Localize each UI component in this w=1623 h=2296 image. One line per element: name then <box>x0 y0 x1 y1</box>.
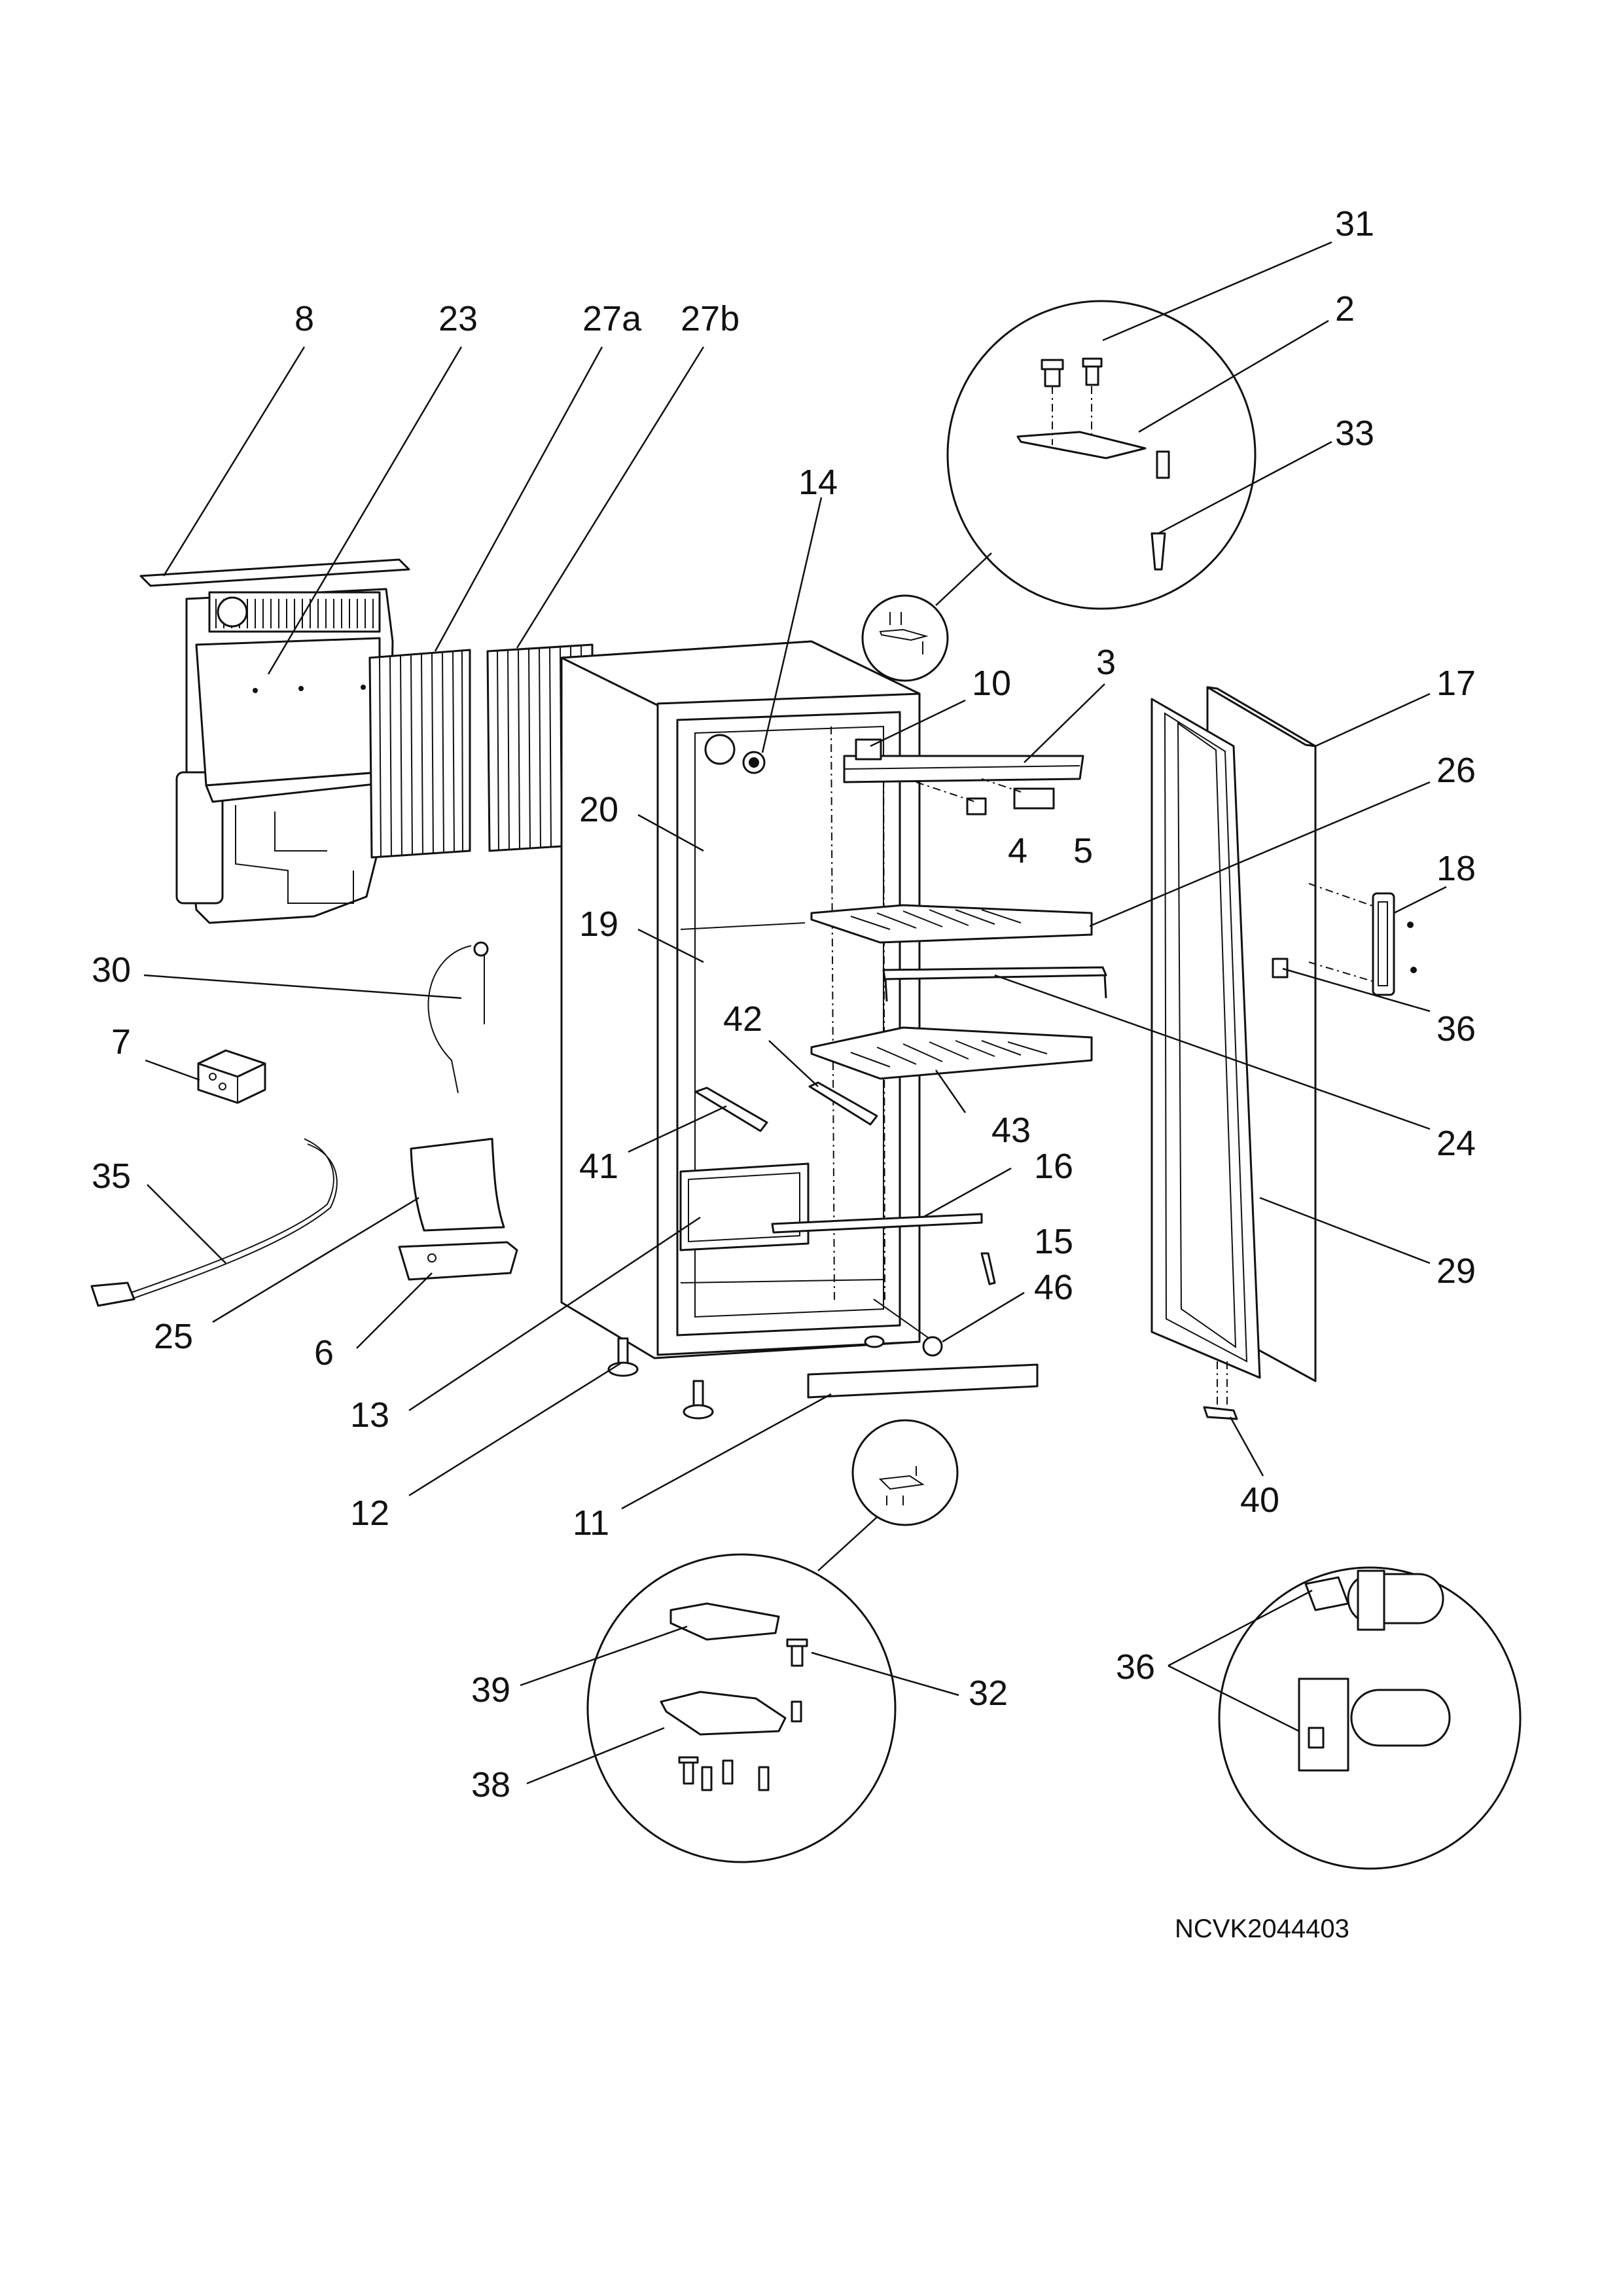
hinge-plate-39 <box>669 1602 780 1641</box>
callout-36-door: 36 <box>1436 1009 1476 1049</box>
callout-24: 24 <box>1436 1124 1476 1163</box>
panel-25 <box>410 1138 505 1232</box>
holder-5 <box>1013 787 1055 810</box>
freezer-shelf-3 <box>843 755 1084 783</box>
power-cord-35 <box>90 1138 338 1307</box>
callout-16: 16 <box>1034 1147 1073 1186</box>
door-stop-46 <box>922 1336 943 1357</box>
callout-29: 29 <box>1436 1251 1476 1291</box>
callout-26: 26 <box>1436 751 1476 790</box>
shelf-support-41 <box>694 1086 768 1132</box>
plinth-11 <box>807 1363 1039 1399</box>
callout-35: 35 <box>92 1157 131 1196</box>
callout-14: 14 <box>798 463 838 502</box>
leader-lines <box>143 241 1447 1785</box>
callout-10: 10 <box>972 664 1011 703</box>
top-hinge-2 <box>1016 431 1147 459</box>
unit-tank <box>175 771 224 905</box>
cabinet-foot <box>864 1335 885 1348</box>
cabinet-liner <box>694 725 884 1318</box>
top-cover-8 <box>139 558 410 587</box>
callout-31: 31 <box>1335 204 1374 243</box>
bracket-4 <box>966 797 987 816</box>
door-stop-46-axis <box>873 1299 930 1339</box>
bar-16 <box>771 1213 983 1234</box>
rail-24 <box>882 966 1107 1002</box>
callout-32: 32 <box>969 1674 1008 1713</box>
callout-42: 42 <box>723 999 762 1039</box>
callout-6: 6 <box>314 1333 334 1372</box>
callout-38: 38 <box>471 1765 510 1804</box>
callout-23: 23 <box>438 299 478 338</box>
shelf-26 <box>810 904 1093 944</box>
liner-port <box>704 734 736 765</box>
callout-33: 33 <box>1335 414 1374 453</box>
key-15 <box>980 1252 996 1285</box>
callout-8: 8 <box>294 299 314 338</box>
callout-4: 4 <box>1008 831 1027 870</box>
unit-piping <box>235 805 354 904</box>
detail-bottom-hinge <box>586 1419 959 1863</box>
callout-39: 39 <box>471 1670 510 1710</box>
detail-lock-36 <box>1218 1566 1522 1870</box>
thermocouple-30 <box>427 941 489 1094</box>
adjustable-feet-12 <box>607 1337 714 1420</box>
callout-27a: 27a <box>582 299 642 338</box>
callout-41: 41 <box>579 1147 618 1186</box>
callout-13: 13 <box>350 1395 389 1435</box>
screw-33 <box>1150 532 1166 571</box>
control-box-6 <box>398 1241 518 1281</box>
callout-labels: 8 23 27a 27b 31 2 33 14 10 3 17 26 20 4 … <box>92 204 1476 1943</box>
lock-36 <box>1272 958 1289 978</box>
bottom-hinge-40 <box>1203 1406 1238 1420</box>
evaporator-box-23 <box>195 637 381 787</box>
detail-top-hinge <box>861 300 1257 682</box>
callout-19: 19 <box>579 905 618 944</box>
callout-30: 30 <box>92 950 131 990</box>
drawing-code: NCVK2044403 <box>1175 1914 1349 1943</box>
door-handle-18 <box>1372 892 1395 996</box>
cabinet <box>560 640 921 1359</box>
bottom-hinge-38 <box>660 1691 787 1736</box>
callout-46: 46 <box>1034 1268 1073 1307</box>
callout-11: 11 <box>573 1503 609 1543</box>
callout-3: 3 <box>1096 643 1116 682</box>
compartment-divider <box>680 922 806 930</box>
callout-25: 25 <box>154 1317 193 1356</box>
unit-burner <box>217 596 248 628</box>
callout-12: 12 <box>350 1494 389 1533</box>
callout-36-detail: 36 <box>1116 1647 1155 1687</box>
callout-7: 7 <box>111 1022 131 1062</box>
callout-27b: 27b <box>681 299 740 338</box>
callout-40: 40 <box>1240 1480 1279 1520</box>
callout-5: 5 <box>1073 831 1093 870</box>
door-gasket-29 <box>1150 698 1261 1379</box>
junction-box-7 <box>197 1049 266 1104</box>
callout-18: 18 <box>1436 849 1476 888</box>
cooling-unit <box>139 558 410 924</box>
callout-2: 2 <box>1335 289 1355 329</box>
shelf-43 <box>810 1026 1093 1080</box>
shelf-rails <box>830 726 885 1303</box>
callout-17: 17 <box>1436 664 1476 703</box>
callout-43: 43 <box>991 1111 1031 1150</box>
callout-20: 20 <box>579 790 618 829</box>
callout-15: 15 <box>1034 1222 1073 1261</box>
insulation-panel-27a <box>368 649 471 859</box>
